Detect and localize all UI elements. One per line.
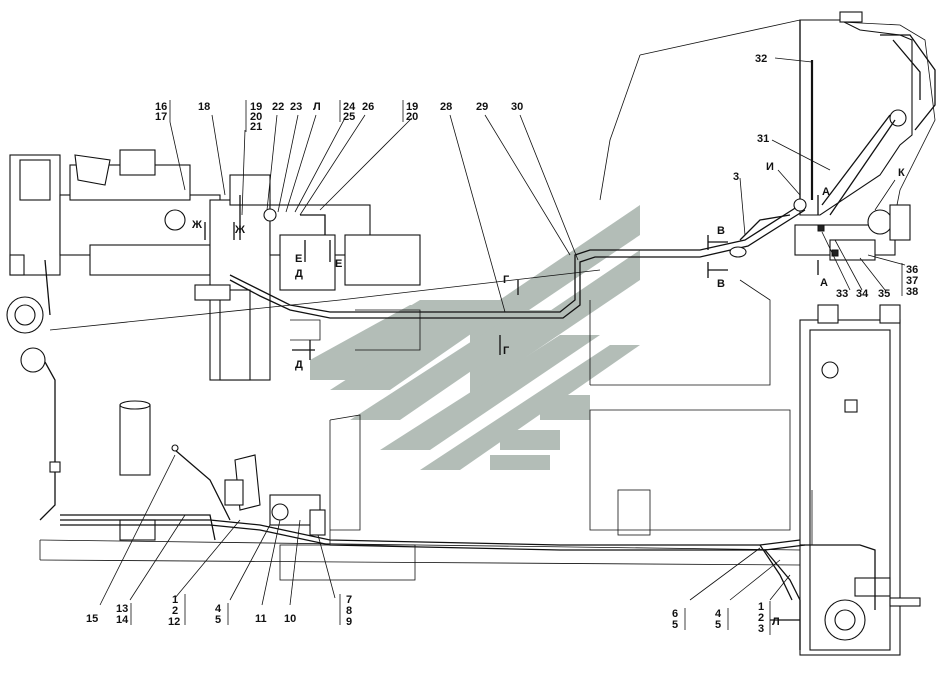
section-mark-e-2: Е — [335, 258, 342, 270]
section-mark-zh-2: Ж — [234, 224, 245, 236]
callout-18: 18 — [198, 101, 210, 113]
callout-29: 29 — [476, 101, 488, 113]
watermark-logo — [310, 205, 640, 470]
callout-L-top: Л — [313, 101, 321, 113]
lower-right-tank — [799, 304, 921, 656]
callout-bars — [130, 100, 903, 635]
callout-30: 30 — [511, 101, 523, 113]
section-mark-v-1: В — [717, 225, 725, 237]
section-mark-a-2: А — [820, 277, 828, 289]
section-arrows — [204, 195, 819, 621]
chassis-panels — [39, 409, 801, 581]
section-mark-a-1: А — [822, 186, 830, 198]
section-mark-d-1: Д — [295, 268, 303, 280]
callout-33: 33 — [836, 288, 848, 300]
section-mark-g-1: Г — [503, 274, 510, 286]
callout-26: 26 — [362, 101, 374, 113]
section-mark-e-1: Е — [295, 253, 302, 265]
section-mark-zh-1: Ж — [191, 219, 202, 231]
section-marks: Ж Ж Е Е Д Д Г Г В В А А Л — [191, 186, 830, 628]
callout-34: 34 — [856, 288, 869, 300]
callout-22: 22 — [272, 101, 284, 113]
callout-23: 23 — [290, 101, 302, 113]
section-mark-l-bottom: Л — [772, 616, 780, 628]
callout-28: 28 — [440, 101, 452, 113]
fuel-lines — [60, 195, 806, 650]
callout-3-top: 3 — [733, 171, 739, 183]
callout-31: 31 — [757, 133, 769, 145]
callout-35: 35 — [878, 288, 890, 300]
valve-assembly — [729, 198, 911, 261]
callout-10: 10 — [284, 613, 296, 625]
leader-lines — [49, 57, 906, 606]
section-mark-v-2: В — [717, 278, 725, 290]
left-sender — [20, 347, 61, 521]
section-mark-g-2: Г — [503, 345, 510, 357]
upper-fuel-tank — [799, 11, 936, 216]
callout-I: И — [766, 161, 774, 173]
callout-15: 15 — [86, 613, 98, 625]
fuel-filters — [60, 400, 326, 541]
callout-K: К — [898, 167, 905, 179]
callout-32: 32 — [755, 53, 767, 65]
callout-11: 11 — [255, 613, 267, 625]
section-mark-d-2: Д — [295, 359, 303, 371]
